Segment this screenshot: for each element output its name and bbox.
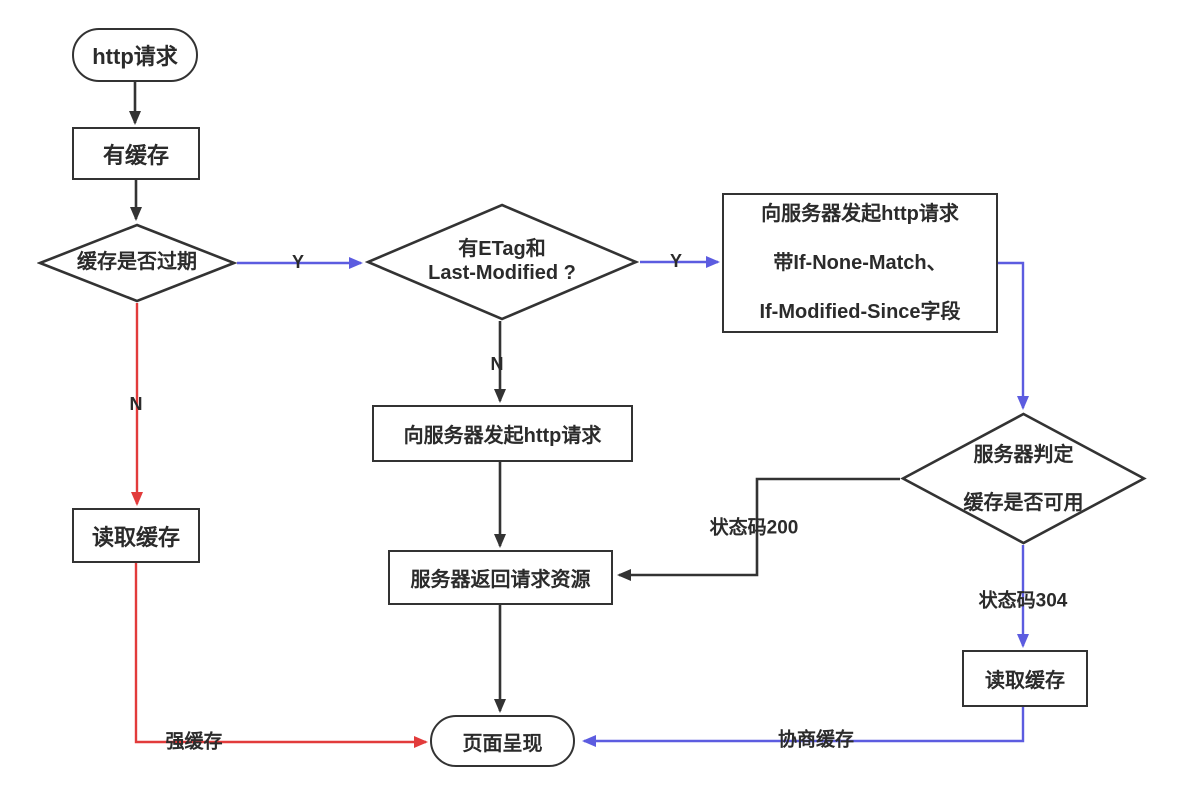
node-conditional-request-line3: If-Modified-Since字段 [759, 301, 961, 323]
node-http-request-label: http请求 [92, 44, 178, 69]
node-etag-lastmodified-decision: 有ETag和 Last-Modified ? [365, 203, 639, 321]
diamond-shape [365, 203, 639, 321]
node-render-page-label: 页面呈现 [462, 732, 543, 755]
node-conditional-request-line1: 向服务器发起http请求 [761, 203, 959, 225]
node-render-page: 页面呈现 [430, 715, 575, 767]
diamond-shape [37, 223, 237, 303]
node-conditional-request-line2: 带If-None-Match、 [773, 252, 947, 274]
node-has-cache: 有缓存 [72, 127, 200, 180]
node-read-cache-right-label: 读取缓存 [985, 670, 1065, 692]
edge-label-strong-cache: 强缓存 [165, 731, 223, 753]
edge-readcache-to-render-negotiated [582, 707, 1025, 747]
node-read-cache-left: 读取缓存 [72, 508, 200, 563]
node-http-request: http请求 [72, 28, 198, 82]
diamond-shape [900, 412, 1147, 545]
edge-label-status-200: 状态码200 [709, 517, 799, 539]
node-server-judge-decision: 服务器判定 缓存是否可用 [900, 412, 1147, 545]
node-read-cache-right: 读取缓存 [962, 650, 1088, 707]
node-etag-line2: Last-Modified ? [428, 262, 576, 284]
edge-label-negotiated-cache: 协商缓存 [777, 729, 855, 751]
edge-judge-200-to-response [617, 477, 900, 581]
node-cache-expired-label: 缓存是否过期 [77, 251, 197, 274]
node-server-judge-line1: 服务器判定 [973, 443, 1074, 466]
edge-label-y2: Y [669, 251, 683, 271]
node-server-response: 服务器返回请求资源 [388, 550, 613, 605]
edge-label-n1: N [129, 394, 143, 414]
node-has-cache-label: 有缓存 [102, 142, 169, 168]
node-server-response-label: 服务器返回请求资源 [410, 569, 591, 591]
node-read-cache-left-label: 读取缓存 [91, 524, 180, 550]
edge-label-n2: N [490, 354, 504, 374]
edge-condrequest-to-judge [998, 261, 1029, 410]
node-conditional-request: 向服务器发起http请求 带If-None-Match、 If-Modified… [722, 193, 998, 333]
node-plain-request: 向服务器发起http请求 [372, 405, 633, 462]
node-etag-line1: 有ETag和 [458, 238, 546, 261]
edge-label-y1: Y [291, 252, 305, 272]
node-server-judge-line2: 缓存是否可用 [963, 491, 1084, 514]
edge-label-status-304: 状态码304 [978, 590, 1068, 612]
node-plain-request-label: 向服务器发起http请求 [403, 425, 602, 447]
edge-readcache-to-render-strong [134, 563, 428, 748]
node-cache-expired-decision: 缓存是否过期 [37, 223, 237, 303]
